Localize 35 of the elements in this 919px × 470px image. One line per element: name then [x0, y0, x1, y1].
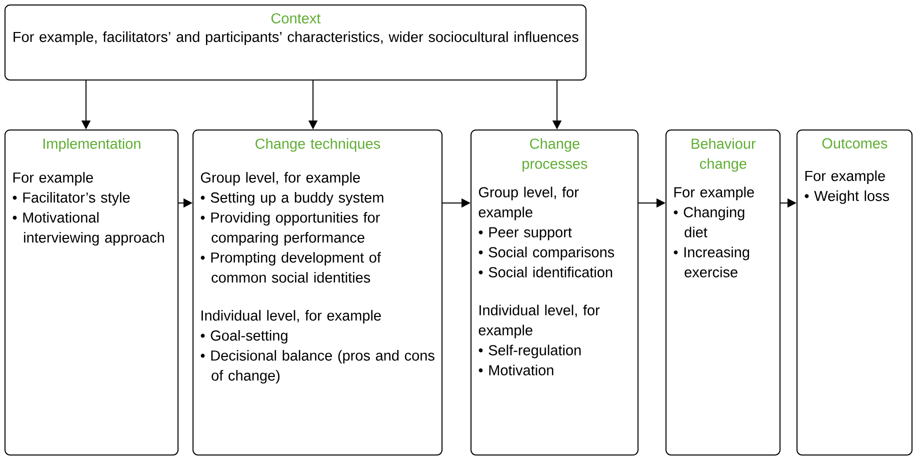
bullet-item: • Increasing exercise — [674, 246, 750, 278]
box-heading: Outcomes — [822, 138, 888, 148]
box-heading: Behaviour change — [692, 138, 756, 172]
process-box — [470, 130, 638, 456]
bullet-item: • Self-regulation — [478, 344, 581, 358]
bullet-item: • Social identification — [478, 266, 612, 278]
bullet-item: • Peer support — [478, 227, 572, 240]
box-heading: Context — [271, 13, 321, 24]
box-text: For example — [13, 172, 93, 186]
bullet-item: • Social comparisons — [478, 246, 614, 260]
box-heading: Implementation — [43, 138, 140, 152]
process-box — [4, 130, 178, 456]
bullet-item: • Providing opportunities for comparing performance — [200, 212, 380, 246]
bullet-item: • Motivational interviewing approach — [12, 212, 164, 246]
bullet-item: • Motivation — [478, 364, 554, 376]
box-text: For example — [674, 186, 754, 200]
bullet-item: • Setting up a buddy system — [200, 192, 384, 206]
bullet-item: • Goal-setting — [200, 330, 288, 344]
box-text: For example — [805, 170, 885, 184]
box-text: Individual level, for example — [478, 304, 600, 338]
box-text: For example, facilitators’ and participants’ characteristics, wider sociocultural influences — [14, 31, 578, 45]
box-text: Individual level, for example — [202, 310, 381, 324]
bullet-item: • Facilitator’s style — [12, 192, 130, 206]
box-heading: Change processes — [522, 138, 588, 172]
process-box — [4, 4, 586, 80]
box-text: Group level, for example — [200, 172, 360, 186]
bullet-item: • Changing diet — [674, 206, 744, 238]
box-heading: Change techniques — [256, 138, 380, 152]
process-box — [192, 130, 442, 456]
process-box — [796, 130, 912, 456]
bullet-item: • Decisional balance (pros and cons of change) — [200, 350, 434, 384]
bullet-item: • Prompting development of common social identities — [200, 252, 381, 283]
process-box — [666, 130, 780, 456]
bullet-item: • Weight loss — [804, 190, 890, 204]
box-text: Group level, for example — [478, 186, 579, 220]
